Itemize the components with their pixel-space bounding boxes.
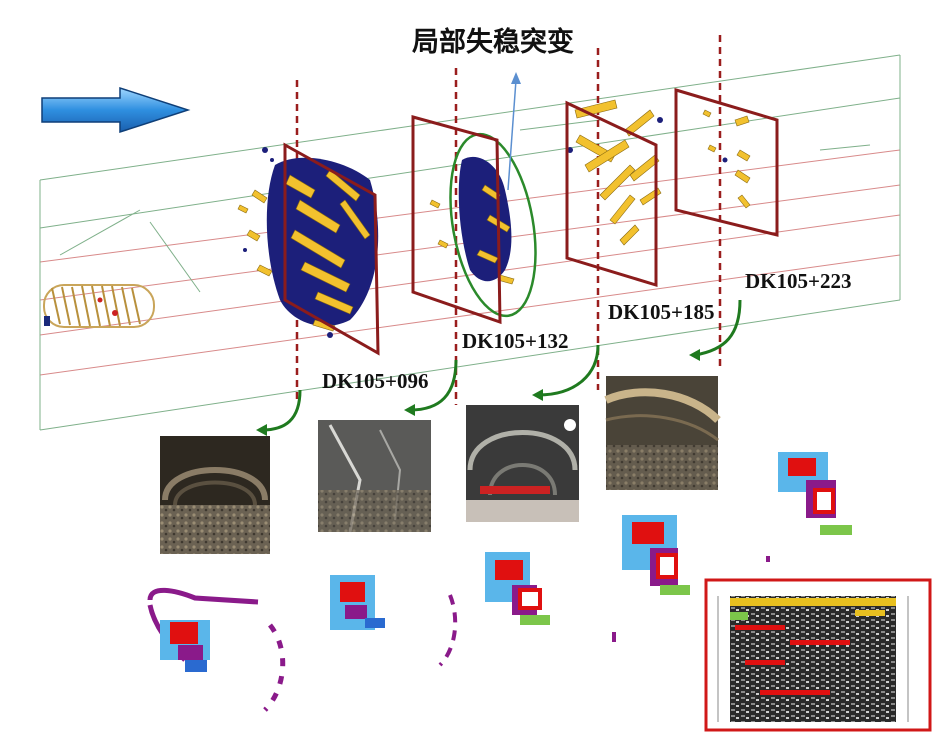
station-label-223: DK105+223 <box>745 269 852 293</box>
connector-arrowheads <box>256 349 700 436</box>
anomaly-cloud-4 <box>702 109 751 209</box>
tunnel-photo-3 <box>466 405 579 522</box>
station-label-096: DK105+096 <box>322 369 429 393</box>
excavation-machine <box>43 284 155 328</box>
tunnel-photo-1 <box>160 436 270 554</box>
anomaly-cloud-3 <box>567 99 663 246</box>
geo-section-5 <box>766 452 852 562</box>
slice-frames <box>283 87 779 356</box>
connector-arrows <box>261 299 742 432</box>
tunnel-photo-4 <box>604 376 721 490</box>
geo-section-2 <box>330 575 458 667</box>
geo-section-1 <box>147 587 286 712</box>
geo-section-4 <box>622 515 690 595</box>
diagram-title: 局部失稳突变 <box>412 27 574 58</box>
anomaly-cloud-1 <box>237 147 379 338</box>
station-label-132: DK105+132 <box>462 329 569 353</box>
inset-radar-panel <box>704 578 932 732</box>
anomaly-cloud-2 <box>429 72 537 318</box>
right-arrow-icon <box>41 86 191 134</box>
tunnel-wireframe <box>39 54 901 431</box>
station-label-185: DK105+185 <box>608 300 715 324</box>
tunnel-photo-2 <box>318 420 431 533</box>
geo-section-3 <box>485 552 616 642</box>
